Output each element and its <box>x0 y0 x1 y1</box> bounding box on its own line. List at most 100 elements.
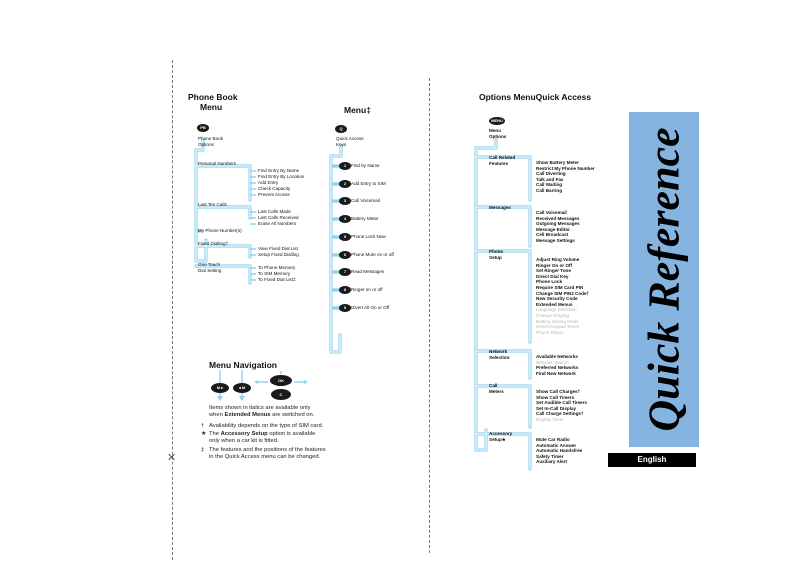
fold-line-left <box>172 60 173 560</box>
clear-key-icon: C <box>271 389 291 400</box>
options-item-extended: Battery Saving Mode <box>536 318 579 324</box>
options-item: Outgoing Messages <box>536 221 580 227</box>
options-item: Message Settings <box>536 237 575 243</box>
options-items-messages: Call Voicemail Received Messages Outgoin… <box>536 210 580 244</box>
options-item: Received Messages <box>536 215 580 221</box>
options-item: Set In-Call Display <box>536 405 577 411</box>
menu-key-icon: MENU <box>489 117 505 125</box>
quick-access-item: Find by Name <box>351 163 380 168</box>
phonebook-group-my-phone-numbers: My Phone Number(s) <box>198 228 242 233</box>
options-item: Preferred Networks <box>536 365 579 371</box>
options-item-extended: Language Selection <box>536 307 577 313</box>
options-item: New Security Code <box>536 296 578 302</box>
quick-access-title: Menu‡ <box>344 105 371 115</box>
phonebook-group-personal-numbers: Personal Numbers <box>198 161 237 166</box>
options-item: Direct Dial Key <box>536 273 569 279</box>
quick-access-item: Phone Mute on or off <box>351 252 394 257</box>
options-title: Options MenuQuick Access <box>479 92 592 102</box>
options-item: Call Diverting <box>536 171 566 177</box>
options-items-network: Available Networks Network Search Prefer… <box>536 354 578 376</box>
options-item: Find New Network <box>536 370 576 376</box>
options-item: Call Waiting <box>536 182 563 188</box>
phonebook-item: Setup Fixed Dialling <box>258 252 299 257</box>
phonebook-item: Prevent Access <box>258 192 290 197</box>
key-2-icon: 2 <box>339 180 351 188</box>
quick-access-item: Battery Meter <box>351 216 379 221</box>
key-5-icon: 5 <box>339 233 351 241</box>
options-item: Extended Menus <box>536 301 573 307</box>
options-item: Talk and Fax <box>536 176 564 182</box>
options-item: Restrict My Phone Number <box>536 165 595 171</box>
phonebook-item: Find Entry By Name <box>258 168 300 173</box>
menu-right-key-icon: M ▸ <box>211 383 229 393</box>
fold-line-center <box>429 78 430 553</box>
quick-access-start-label: Quick Access Keys <box>336 136 364 147</box>
phonebook-item: Add Entry <box>258 180 279 185</box>
options-item: Available Networks <box>536 354 578 359</box>
options-group-phone-setup: Phone Setup <box>489 249 504 260</box>
options-item: Set Ringer Tone <box>536 268 571 274</box>
phonebook-group-last-ten-calls: Last Ten Calls <box>198 202 227 207</box>
quick-access-item: Ringer on or off <box>351 287 383 292</box>
options-item: Change SIM PIN2 Code† <box>536 290 590 296</box>
options-group-network-selection: Network Selection <box>489 349 510 360</box>
key-3-icon: 3 <box>339 197 351 205</box>
phonebook-title: Phone Book Menu <box>188 92 238 112</box>
phonebook-item: Check Capacity <box>258 186 291 191</box>
scissors-mark: ✕ <box>167 452 177 464</box>
options-item: Auxiliary Alert <box>536 459 567 465</box>
options-item: Message Editor <box>536 226 570 232</box>
footnote-quick-access: ‡The features and the positions of the f… <box>201 447 326 461</box>
ok-key-icon: OK <box>270 375 292 386</box>
menu-left-key-icon: ◂ M <box>233 383 251 393</box>
footnote-accessory: ★The Accessory Setup option is available… <box>201 431 316 445</box>
italics-note: Items shown in italics are available onl… <box>209 405 315 419</box>
key-8-icon: 8 <box>339 286 351 294</box>
phonebook-item: Erase All Numbers <box>258 221 297 226</box>
phonebook-item: To SIM Memory <box>258 271 291 276</box>
phonebook-group-one-touch: One Touch Dial Setting <box>198 262 222 273</box>
footnote-sim: †Availability depends on the type of SIM… <box>201 423 324 429</box>
quick-access-key-icon: Q <box>335 125 347 133</box>
phonebook-group-fixed-dialling: Fixed Dialling† <box>198 241 229 246</box>
options-item: Mute Car Radio <box>536 437 570 442</box>
options-item: Phone Lock <box>536 279 563 285</box>
options-item: Show Call Timers <box>536 394 575 400</box>
phonebook-key-icon: PB <box>197 124 209 132</box>
options-group-accessory-setup: Accessory Setup★ <box>489 431 513 442</box>
options-item: Automatic Handsfree <box>536 448 583 454</box>
quick-access-item: Phone Lock Now <box>351 234 386 239</box>
key-1-icon: 1 <box>339 162 351 170</box>
options-item: Set Audible Call Timers <box>536 400 588 406</box>
options-item: Call Charge Settings† <box>536 411 584 417</box>
options-item: Show Battery Meter <box>536 160 579 165</box>
options-group-messages: Messages <box>489 205 511 210</box>
options-item-extended: Network Search <box>536 359 569 365</box>
options-group-call-meters: Call Meters <box>489 383 504 394</box>
quick-access-item: Add Entry to SIM <box>351 181 386 186</box>
options-item: Require SIM Card PIN <box>536 284 584 290</box>
options-item: Cell Broadcast <box>536 232 569 238</box>
phonebook-item: To Fixed Dial List‡ <box>258 277 296 282</box>
quick-access-item: Call Voicemail <box>351 198 380 203</box>
quick-access-item: Read Messages <box>351 269 385 274</box>
phonebook-start-label: Phone Book Options <box>198 136 224 147</box>
key-7-icon: 7 <box>339 268 351 276</box>
phonebook-item: To Phone Memory <box>258 265 296 270</box>
quick-reference-title: Quick Reference <box>639 127 689 432</box>
phonebook-item: Find Entry By Location <box>258 174 305 179</box>
menu-navigation-title: Menu Navigation <box>209 360 278 370</box>
options-items-call-related: Show Battery Meter Restrict My Phone Num… <box>536 160 595 194</box>
phonebook-item: Last Calls Received <box>258 215 299 220</box>
options-items-accessory: Mute Car Radio Automatic Answer Automati… <box>536 437 582 465</box>
options-group-call-related: Call Related Features <box>489 155 516 166</box>
options-start-label: Menu Options <box>489 128 507 139</box>
options-items-phone-setup: Adjust Ring Volume Ringer On or Off Set … <box>536 257 589 335</box>
options-item: Call Voicemail <box>536 210 567 215</box>
key-6-icon: 6 <box>339 251 351 259</box>
quick-reference-panel <box>629 112 699 447</box>
key-9-icon: 9 <box>339 304 351 312</box>
